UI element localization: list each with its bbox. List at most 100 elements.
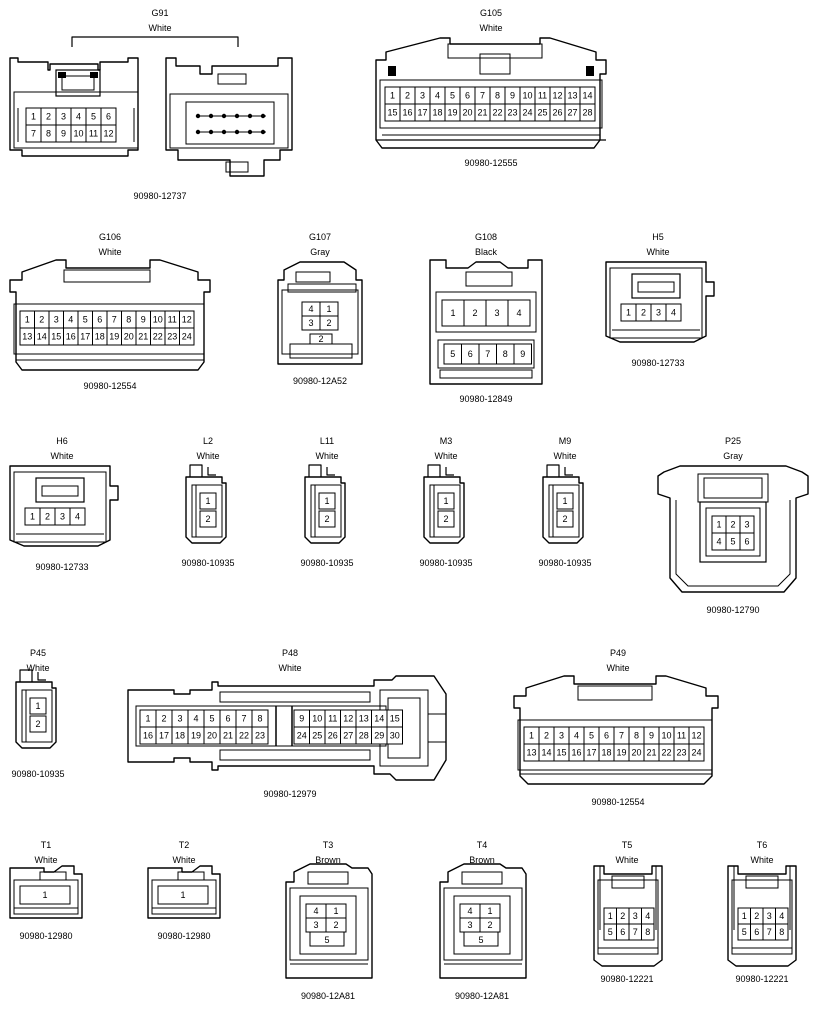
pin-number: 19 (616, 748, 626, 758)
housing-outline (705, 507, 761, 557)
housing-solid (58, 72, 66, 78)
connector-color: Brown (469, 855, 495, 865)
pin-number: 14 (582, 91, 592, 101)
housing-outline (657, 465, 809, 593)
pin-number: 1 (608, 911, 613, 921)
pin-number: 13 (567, 91, 577, 101)
housing-outline (429, 259, 543, 385)
pin-number: 5 (83, 315, 88, 325)
part-number: 90980-12979 (263, 789, 316, 799)
pin-number: 21 (223, 731, 233, 741)
connector-t1: 1 (9, 865, 83, 919)
pin-number: 20 (462, 108, 472, 118)
pin-number: 6 (465, 91, 470, 101)
connector-color: Gray (723, 451, 743, 461)
housing-outline (9, 57, 139, 157)
pin-cavity (688, 743, 705, 762)
pin-number: 14 (37, 332, 47, 342)
pin-number: 2 (620, 911, 625, 921)
pin-number: 6 (754, 927, 759, 937)
housing-outline (435, 291, 537, 333)
pin-number: 18 (432, 108, 442, 118)
housing-outline (542, 476, 584, 544)
pin-number: 3 (494, 308, 499, 318)
connector-color: White (315, 451, 338, 461)
pin-number: 2 (46, 112, 51, 122)
connector-code: M9 (559, 436, 572, 446)
pin-number: 1 (42, 890, 47, 900)
pin-number: 5 (450, 91, 455, 101)
pin-number: 4 (574, 731, 579, 741)
pin-number: 10 (661, 731, 671, 741)
pin-number: 24 (182, 332, 192, 342)
connector-code: P45 (30, 648, 46, 658)
pin-number: 15 (390, 714, 400, 724)
pin-number: 29 (374, 731, 384, 741)
connector-color: White (196, 451, 219, 461)
part-number: 90980-12980 (19, 931, 72, 941)
housing-outline (453, 895, 511, 955)
pin-cavity (513, 343, 532, 365)
pin-number: 5 (730, 537, 735, 547)
pin-number: 19 (191, 731, 201, 741)
part-number: 90980-12A52 (293, 376, 347, 386)
housing-outline (39, 871, 67, 881)
part-number: 90980-12733 (631, 358, 684, 368)
part-number: 90980-12555 (464, 158, 517, 168)
pin-number: 2 (326, 318, 331, 328)
connector-code: H5 (652, 232, 664, 242)
pin-number: 9 (520, 349, 525, 359)
pin-number: 3 (61, 112, 66, 122)
housing-outline (9, 865, 83, 919)
pin-number: 4 (76, 112, 81, 122)
part-number: 90980-10935 (419, 558, 472, 568)
housing-outline (611, 875, 645, 889)
pin-number: 21 (646, 748, 656, 758)
pin-number: 2 (730, 520, 735, 530)
pin-number: 17 (80, 332, 90, 342)
connector-code: P48 (282, 648, 298, 658)
pin-number: 1 (333, 906, 338, 916)
pin-cavity (556, 510, 574, 528)
pin-number: 4 (193, 714, 198, 724)
pin-number: 5 (608, 927, 613, 937)
connector-color: White (434, 451, 457, 461)
connector-code: L11 (320, 436, 334, 446)
connector-code: G107 (309, 232, 331, 242)
part-number: 90980-12790 (706, 605, 759, 615)
part-number: 90980-12849 (459, 394, 512, 404)
pin-number: 3 (744, 520, 749, 530)
pin-number: 3 (656, 308, 661, 318)
pin-number: 17 (586, 748, 596, 758)
pin-number: 1 (742, 911, 747, 921)
housing-outline (637, 281, 675, 293)
pin-number: 22 (492, 108, 502, 118)
connector-m9: 12 (542, 464, 584, 544)
housing-outline (289, 343, 353, 359)
housing-outline (423, 476, 465, 544)
pin-number: 21 (477, 108, 487, 118)
housing-outline (461, 871, 503, 885)
connector-color: Gray (310, 247, 330, 257)
housing-outline (675, 500, 791, 587)
part-number: 90980-12737 (133, 191, 186, 201)
connector-code: T2 (179, 840, 190, 850)
housing-outline (21, 689, 53, 743)
pin-number: 8 (126, 315, 131, 325)
pin-cavity (739, 532, 755, 551)
housing-outline (13, 471, 107, 543)
pin-number: 11 (538, 91, 547, 101)
connector-color: Black (475, 247, 498, 257)
pin-number: 2 (544, 731, 549, 741)
pin-number: 3 (60, 512, 65, 522)
